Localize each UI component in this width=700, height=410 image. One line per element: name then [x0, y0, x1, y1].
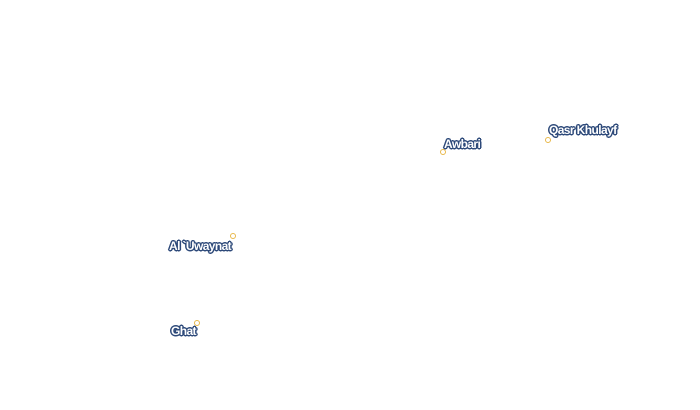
- place-marker-qasr-khulayf[interactable]: [545, 137, 551, 143]
- place-marker-awbari[interactable]: [440, 149, 446, 155]
- place-label-qasr-khulayf: Qasr Khulayf: [549, 123, 617, 137]
- place-label-awbari: Awbari: [444, 137, 481, 151]
- place-label-al-uwaynat: Al `Uwaynat: [169, 239, 232, 253]
- place-label-ghat: Ghat: [171, 324, 197, 338]
- place-marker-al-uwaynat[interactable]: [230, 233, 236, 239]
- place-marker-ghat[interactable]: [194, 320, 200, 326]
